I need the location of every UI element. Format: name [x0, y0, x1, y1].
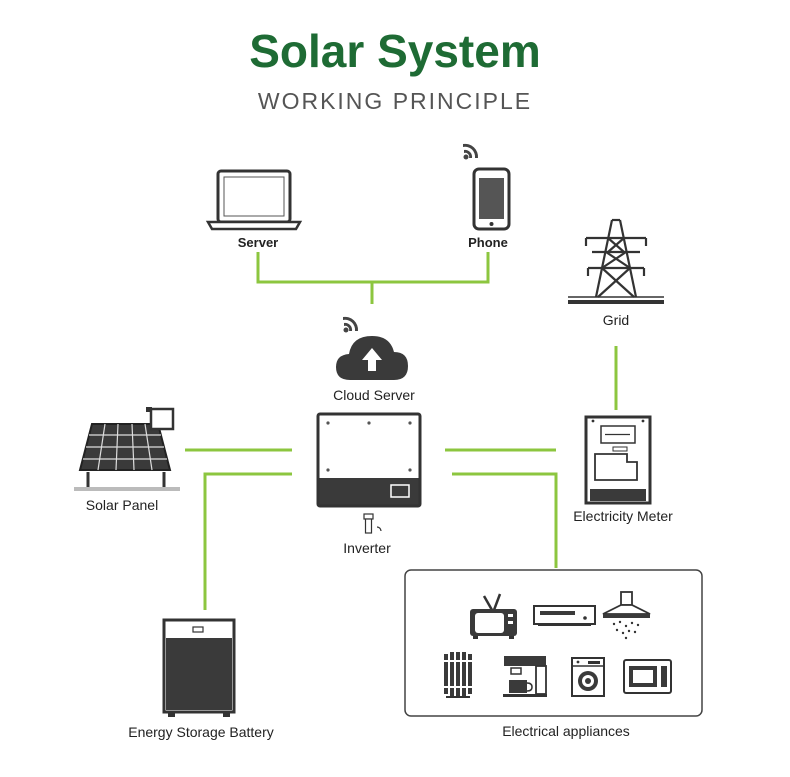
solar-panel-label: Solar Panel	[86, 497, 158, 513]
meter-label: Electricity Meter	[573, 508, 673, 524]
dvd-player-icon	[533, 605, 596, 626]
range-hood-icon	[602, 591, 651, 640]
connector-battery-inverter	[203, 472, 292, 610]
page-title: Solar System	[249, 25, 541, 77]
page-subtitle: WORKING PRINCIPLE	[257, 88, 533, 114]
grid-label: Grid	[603, 312, 629, 328]
washing-machine-icon	[571, 657, 605, 697]
server-label: Server	[238, 235, 278, 250]
laptop-icon	[205, 169, 303, 231]
microwave-icon	[623, 659, 672, 694]
cloud-label: Cloud Server	[333, 387, 415, 403]
connector-inverter-appliances	[452, 472, 558, 568]
tv-icon	[470, 593, 517, 639]
appliances-label: Electrical appliances	[502, 723, 630, 739]
appliances-box	[404, 569, 703, 717]
cloud-upload-icon	[336, 336, 408, 380]
inverter-icon	[316, 412, 422, 534]
transmission-tower-icon	[568, 218, 664, 304]
phone-label: Phone	[468, 235, 508, 250]
smartphone-icon	[472, 167, 511, 231]
solar-panel-icon	[74, 407, 180, 491]
coffee-machine-icon	[503, 656, 547, 697]
wifi-icon	[463, 143, 479, 160]
battery-cabinet-icon	[162, 618, 236, 717]
inverter-label: Inverter	[343, 540, 391, 556]
connector-server-phone	[256, 252, 490, 284]
wifi-icon	[343, 316, 359, 333]
battery-label: Energy Storage Battery	[128, 724, 274, 740]
oil-heater-icon	[442, 652, 474, 698]
connector-lines	[185, 252, 618, 610]
electricity-meter-icon	[584, 415, 652, 505]
